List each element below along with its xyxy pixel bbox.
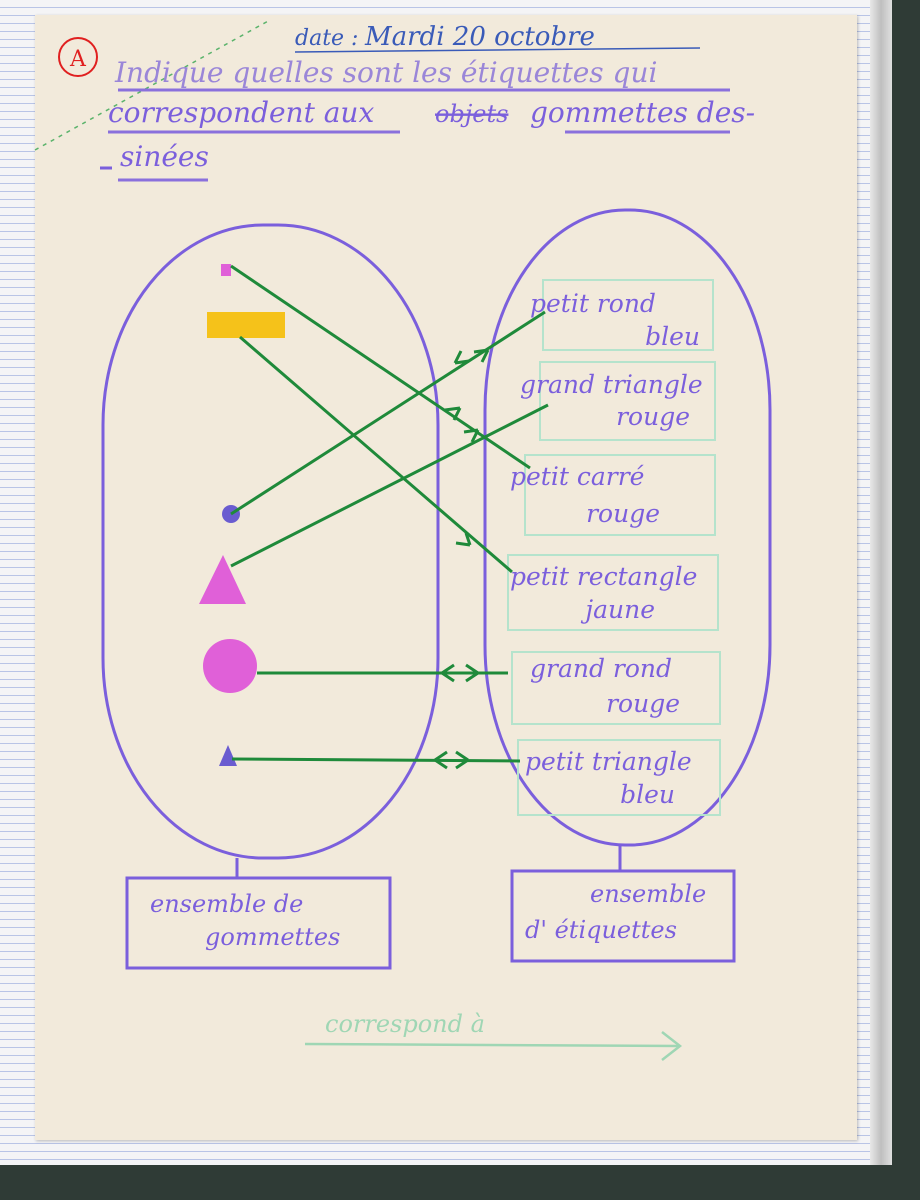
relation-legend-label: correspond à (325, 1010, 485, 1038)
left-set-caption-box (125, 876, 392, 970)
correspondence-arrows (230, 264, 549, 770)
instruction-line-1: Indique quelles sont les étiquettes qui (114, 56, 657, 89)
label-5-line2: rouge (606, 689, 680, 718)
label-4-line1: petit rectangle (510, 562, 697, 591)
notebook-edge (870, 0, 892, 1165)
relation-legend-arrow (304, 1042, 681, 1048)
exercise-mark: A (69, 47, 87, 72)
label-5-line1: grand rond (530, 654, 672, 683)
instruction-line-2a: correspondent aux (108, 96, 374, 129)
date-value: Mardi 20 octobre (364, 22, 595, 52)
right-set-caption-1: ensemble (590, 880, 706, 908)
label-1-line2: bleu (645, 322, 700, 351)
large-pink-circle (203, 639, 257, 693)
label-3-line2: rouge (586, 499, 660, 528)
instruction-line-3: sinées (120, 140, 209, 173)
left-set-caption-1: ensemble de (150, 890, 303, 918)
label-boxes (507, 279, 721, 816)
label-4-line2: jaune (580, 595, 655, 624)
left-set-oval (101, 223, 440, 860)
right-set-oval (483, 208, 772, 847)
left-set-caption-2: gommettes (205, 923, 340, 951)
small-blue-triangle (219, 745, 237, 766)
right-set-caption-box (510, 869, 736, 963)
label-2-line1: grand triangle (520, 370, 703, 399)
worksheet (35, 15, 857, 1140)
label-1-line1: petit rond (530, 289, 656, 318)
right-set-caption-2: d' étiquettes (525, 916, 677, 944)
label-6-line2: bleu (620, 780, 675, 809)
instruction-struck-word: objets (435, 100, 508, 128)
date-label: date : (295, 26, 358, 51)
label-2-line2: rouge (616, 402, 690, 431)
exercise-mark-circle (58, 37, 98, 77)
yellow-rectangle (207, 312, 285, 338)
label-6-line1: petit triangle (525, 747, 692, 776)
small-pink-square (221, 264, 231, 276)
label-3-line1: petit carré (510, 462, 645, 491)
pink-triangle (199, 555, 246, 604)
instruction-line-2b: gommettes des- (530, 96, 755, 129)
